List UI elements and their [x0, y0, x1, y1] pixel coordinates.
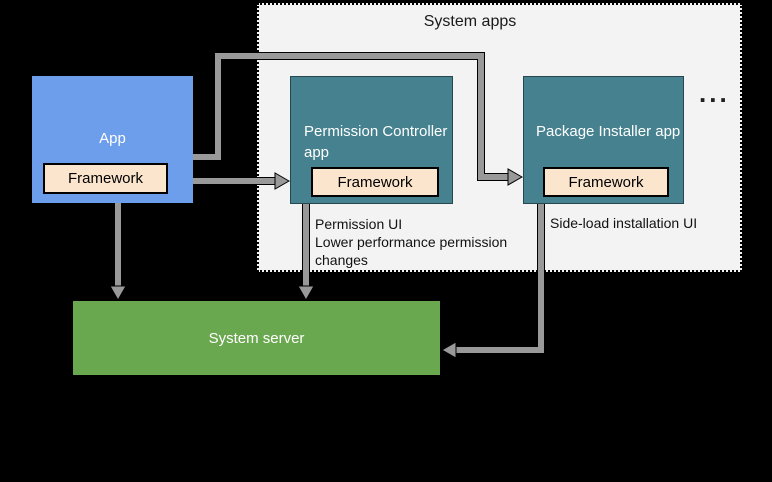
app-framework-label: Framework [67, 170, 143, 187]
system-server-box: System server [73, 301, 440, 375]
app-box: App Framework [32, 76, 193, 203]
package-installer-framework-box: Framework [543, 167, 669, 197]
arrowhead-down-icon [297, 285, 315, 302]
package-installer-app-box: Package Installer app Framework [523, 76, 684, 204]
system-apps-title: System apps [423, 13, 517, 30]
permission-controller-app-label: Permission Controller app [304, 123, 448, 161]
system-server-label: System server [208, 329, 305, 347]
note-side-load-installation-ui: Side-load installation UI [550, 215, 698, 231]
permission-controller-framework-box: Framework [311, 167, 439, 197]
more-apps-ellipsis: ... [699, 78, 730, 108]
arrowhead-down-icon [109, 285, 127, 302]
app-framework-box: Framework [43, 163, 168, 194]
permission-controller-notes: Permission UI Lower performance permissi… [315, 215, 530, 269]
package-installer-framework-label: Framework [568, 173, 644, 191]
permission-controller-framework-label: Framework [337, 173, 413, 191]
permission-controller-app-box: Permission Controller app Framework [290, 76, 453, 204]
arrowhead-left-icon [440, 341, 457, 359]
package-installer-app-label: Package Installer app [536, 123, 681, 140]
app-label: App [99, 130, 126, 147]
note-lower-performance-permission-changes: Lower performance permission changes [315, 234, 508, 268]
note-permission-ui: Permission UI [315, 216, 403, 232]
